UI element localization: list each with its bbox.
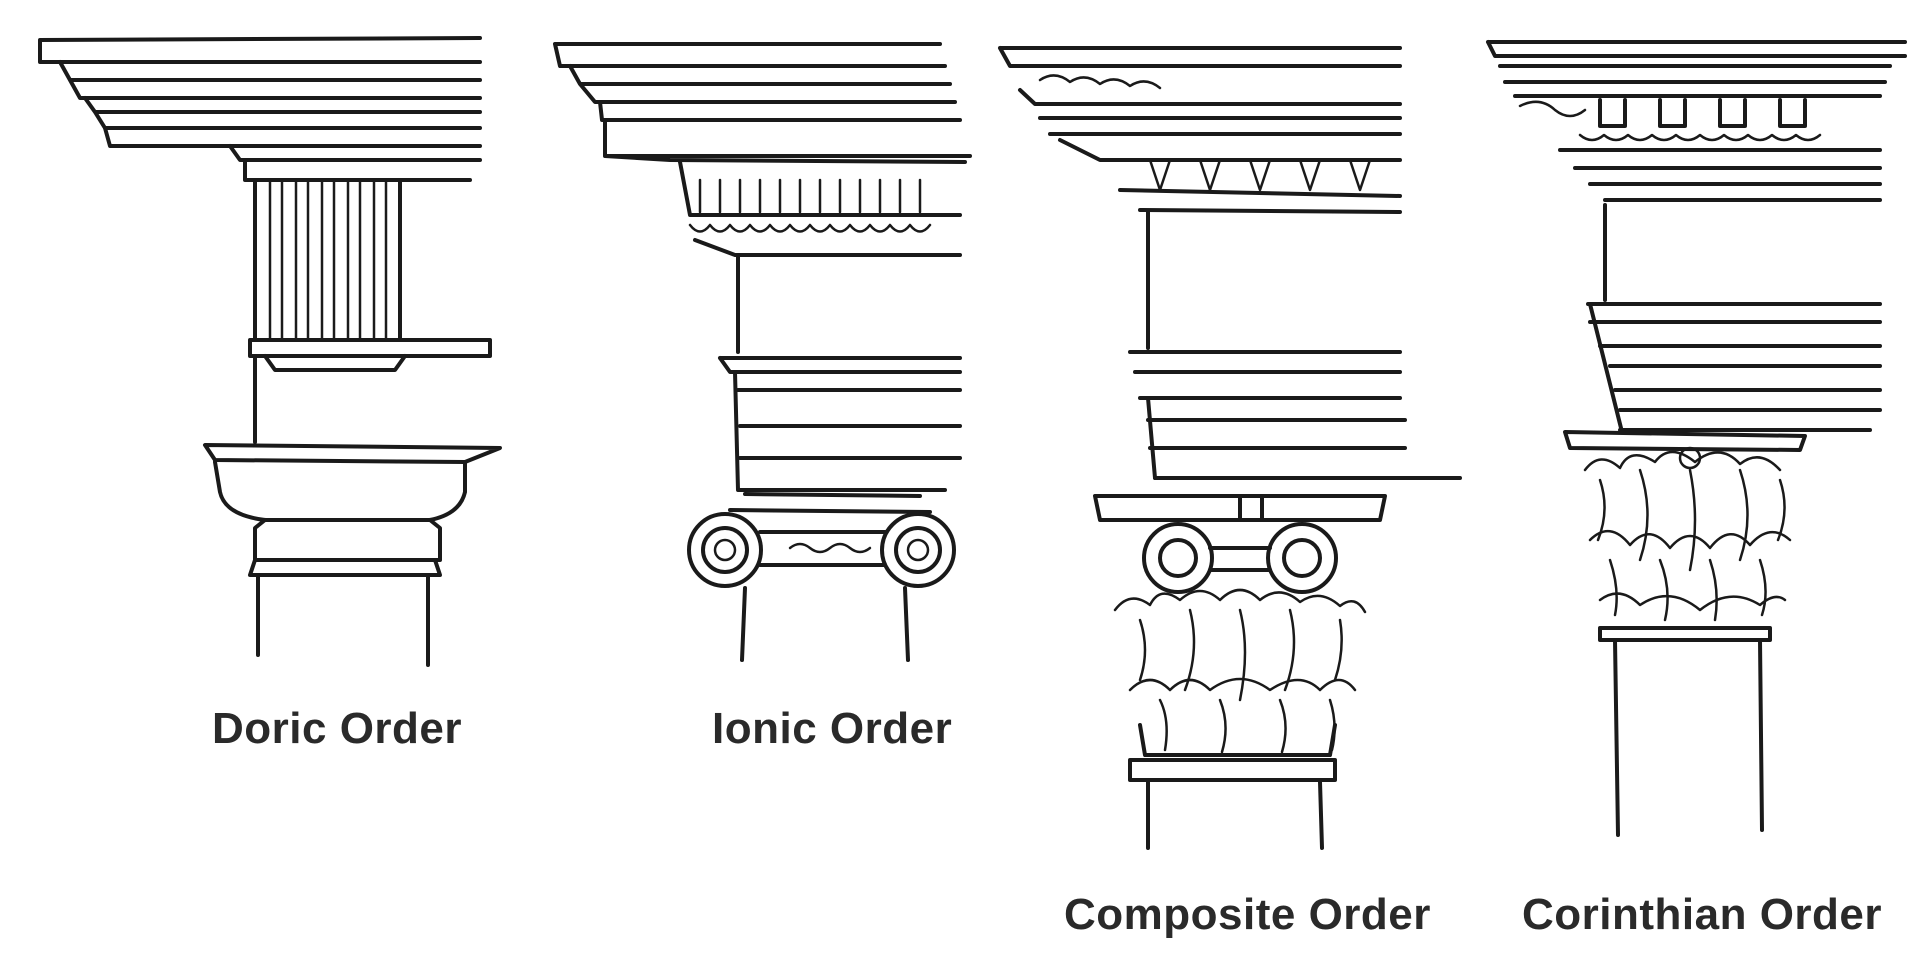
doric-column-shaft: [256, 573, 430, 667]
ionic-dentils: [678, 160, 962, 257]
corinthian-order-caption: Corinthian Order: [1522, 890, 1883, 939]
doric-order-caption: Doric Order: [212, 704, 463, 753]
doric-capital: [203, 443, 502, 577]
ionic-capital-volutes: [687, 492, 956, 588]
corinthian-capital: [1563, 430, 1807, 642]
ionic-cornice: [553, 42, 972, 164]
composite-column-shaft: [1146, 780, 1324, 850]
composite-modillions: [1058, 138, 1402, 214]
ionic-order-caption: Ionic Order: [712, 704, 953, 753]
doric-frieze-triglyphs: [248, 178, 492, 372]
composite-order-drawing: [998, 46, 1462, 850]
doric-order-drawing: [38, 36, 502, 667]
corinthian-architrave: [1586, 302, 1882, 434]
ionic-column-shaft: [740, 586, 910, 662]
composite-capital: [1093, 494, 1387, 782]
corinthian-cornice: [1486, 40, 1907, 98]
corinthian-column-shaft: [1613, 638, 1764, 837]
corinthian-order-drawing: [1486, 40, 1907, 837]
composite-architrave: [1128, 350, 1462, 480]
corinthian-modillions: [1518, 98, 1882, 202]
doric-cornice: [38, 36, 482, 182]
ionic-order-drawing: [553, 42, 972, 662]
composite-order-caption: Composite Order: [1064, 890, 1431, 939]
composite-cornice: [998, 46, 1402, 136]
ionic-architrave: [718, 356, 962, 492]
